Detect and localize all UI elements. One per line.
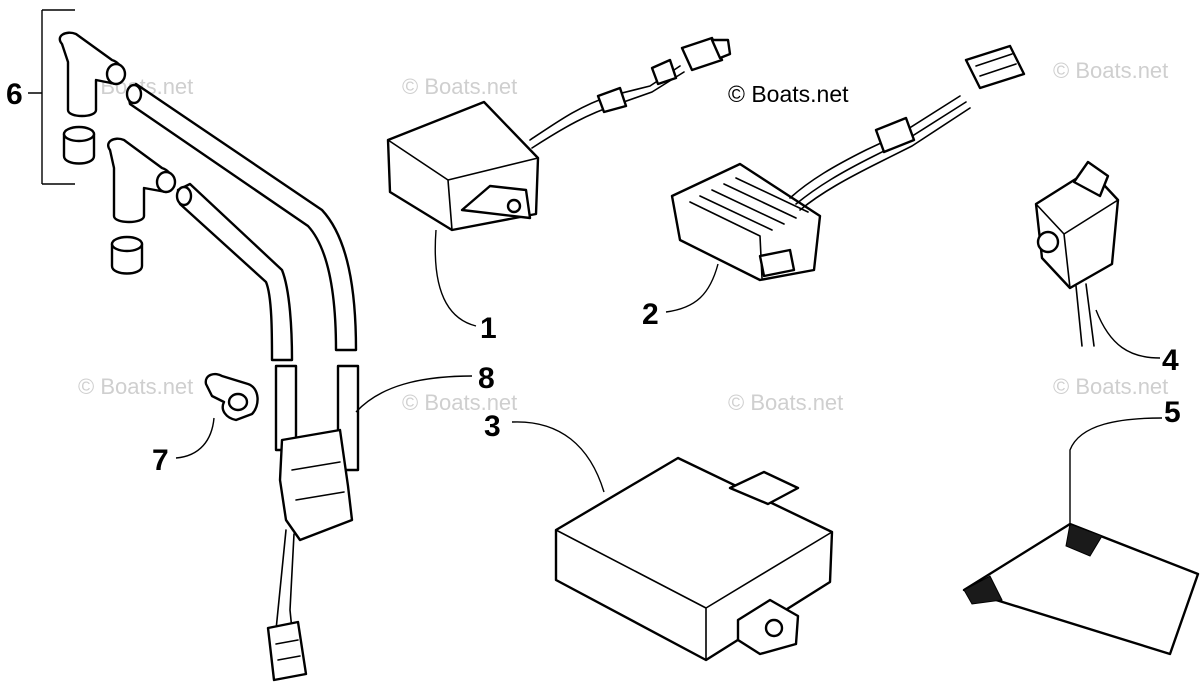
leader-7: [175, 417, 215, 459]
ht-lead-2-upper: [126, 82, 358, 352]
coil-body: [278, 428, 354, 542]
regulator-wires: [789, 95, 971, 211]
sensor-wires: [1075, 283, 1095, 347]
decal-corner-2: [963, 575, 1003, 605]
part-8-ignition-coil: 8: [125, 82, 495, 682]
watermark-2: © Boats.net: [402, 74, 517, 99]
module-1-connector: [680, 36, 724, 72]
control-box-hole: [764, 618, 784, 638]
bushing-1: [62, 132, 96, 165]
callout-1: 1: [480, 312, 497, 345]
leader-5: [1069, 417, 1163, 526]
plug-cap-2-end: [155, 170, 177, 194]
watermark-layer: © Boats.net © Boats.net © Boats.net © Bo…: [78, 58, 1168, 415]
decal-sheet: [962, 522, 1200, 656]
regulator-body: [670, 162, 822, 282]
coil-wires: [275, 529, 295, 631]
callout-5: 5: [1164, 396, 1181, 429]
leader-8: [355, 375, 473, 413]
control-box-edges: [555, 529, 833, 661]
regulator-fins: [689, 177, 809, 279]
module-1-hole: [506, 198, 522, 214]
callout-7: 7: [152, 444, 169, 477]
bushing-1-top: [62, 125, 96, 143]
watermark-3: © Boats.net: [1053, 58, 1168, 83]
decal-corner-1: [1065, 523, 1103, 557]
watermark-6: © Boats.net: [728, 390, 843, 415]
coil-ribs: [291, 461, 345, 501]
part-4-sensor: 4: [1034, 160, 1179, 377]
leader-1: [434, 229, 477, 327]
part-5-decal: 5: [962, 396, 1200, 656]
watermark-5: © Boats.net: [402, 390, 517, 415]
copyright-text: © Boats.net: [728, 81, 849, 107]
bushing-2: [110, 242, 144, 275]
regulator-connector: [964, 44, 1026, 90]
control-box-connector: [728, 470, 800, 506]
callout-3: 3: [484, 410, 501, 443]
leader-2: [665, 263, 719, 313]
lead-2-end: [125, 83, 143, 105]
callout-8: 8: [478, 362, 495, 395]
callout-4: 4: [1162, 344, 1179, 377]
leader-3: [511, 421, 605, 493]
callout-6: 6: [6, 78, 23, 111]
clip-hole: [227, 392, 249, 412]
part-3-control-box: 3: [484, 410, 834, 662]
coil-connector: [266, 620, 308, 682]
module-1-sleeve-1: [596, 86, 628, 114]
callout-2: 2: [642, 298, 659, 331]
leader-4: [1095, 309, 1161, 359]
module-1-sleeve-2: [650, 58, 678, 86]
part-7-clip: 7: [152, 372, 259, 477]
regulator-sleeve: [874, 116, 916, 154]
sensor-edges: [1035, 199, 1119, 289]
bracket-6: [28, 9, 75, 185]
part-6-plug-caps: 6: [6, 9, 177, 275]
ht-lead-1-upper: [176, 182, 294, 362]
part-1-module: 1: [386, 36, 732, 345]
bushing-2-top: [110, 235, 144, 253]
module-1-edges: [387, 139, 539, 231]
lead-1-end: [175, 185, 193, 207]
module-1-connector-plug: [710, 38, 732, 60]
sensor-body: [1034, 168, 1120, 290]
regulator-connector-detail: [975, 53, 1017, 77]
sensor-tab: [1072, 160, 1110, 198]
regulator-mount: [758, 248, 796, 278]
watermark-4: © Boats.net: [78, 374, 193, 399]
plug-cap-1-end: [105, 62, 127, 86]
sensor-knob: [1036, 230, 1060, 254]
watermark-7: © Boats.net: [1053, 374, 1168, 399]
coil-connector-detail: [275, 639, 301, 661]
part-2-regulator: 2: [642, 44, 1026, 331]
